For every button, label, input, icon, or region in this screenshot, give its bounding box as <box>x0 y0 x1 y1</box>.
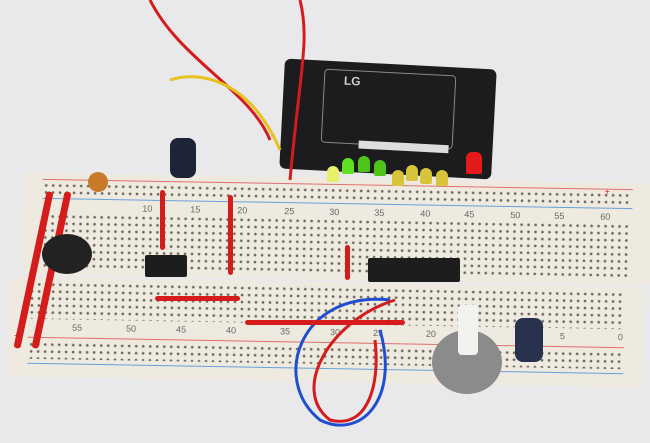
yellow-wire <box>169 75 282 151</box>
led-yellow <box>436 170 448 186</box>
red-loop-wire <box>312 298 396 423</box>
led-red <box>466 152 482 174</box>
jumper-wire <box>155 296 240 301</box>
ic-chip <box>368 258 460 282</box>
led-yellow <box>420 168 432 184</box>
jumper-wire <box>345 245 350 280</box>
blue-wire <box>294 297 391 427</box>
led-green <box>358 156 370 172</box>
led-yellow <box>406 165 418 181</box>
potentiometer-shaft <box>458 305 478 355</box>
jumper-wire <box>245 320 405 325</box>
capacitor <box>170 138 196 178</box>
buzzer <box>42 234 92 274</box>
led-green <box>342 158 354 174</box>
jumper-wire <box>228 195 233 275</box>
red-power-wire <box>148 0 272 141</box>
ceramic-capacitor <box>88 172 108 192</box>
jumper-wire <box>160 190 165 250</box>
capacitor <box>515 318 543 362</box>
led-green <box>374 160 386 176</box>
led-yellow <box>392 170 404 186</box>
ic-chip <box>145 255 187 277</box>
led-green <box>327 166 339 182</box>
red-power-wire <box>288 0 306 181</box>
